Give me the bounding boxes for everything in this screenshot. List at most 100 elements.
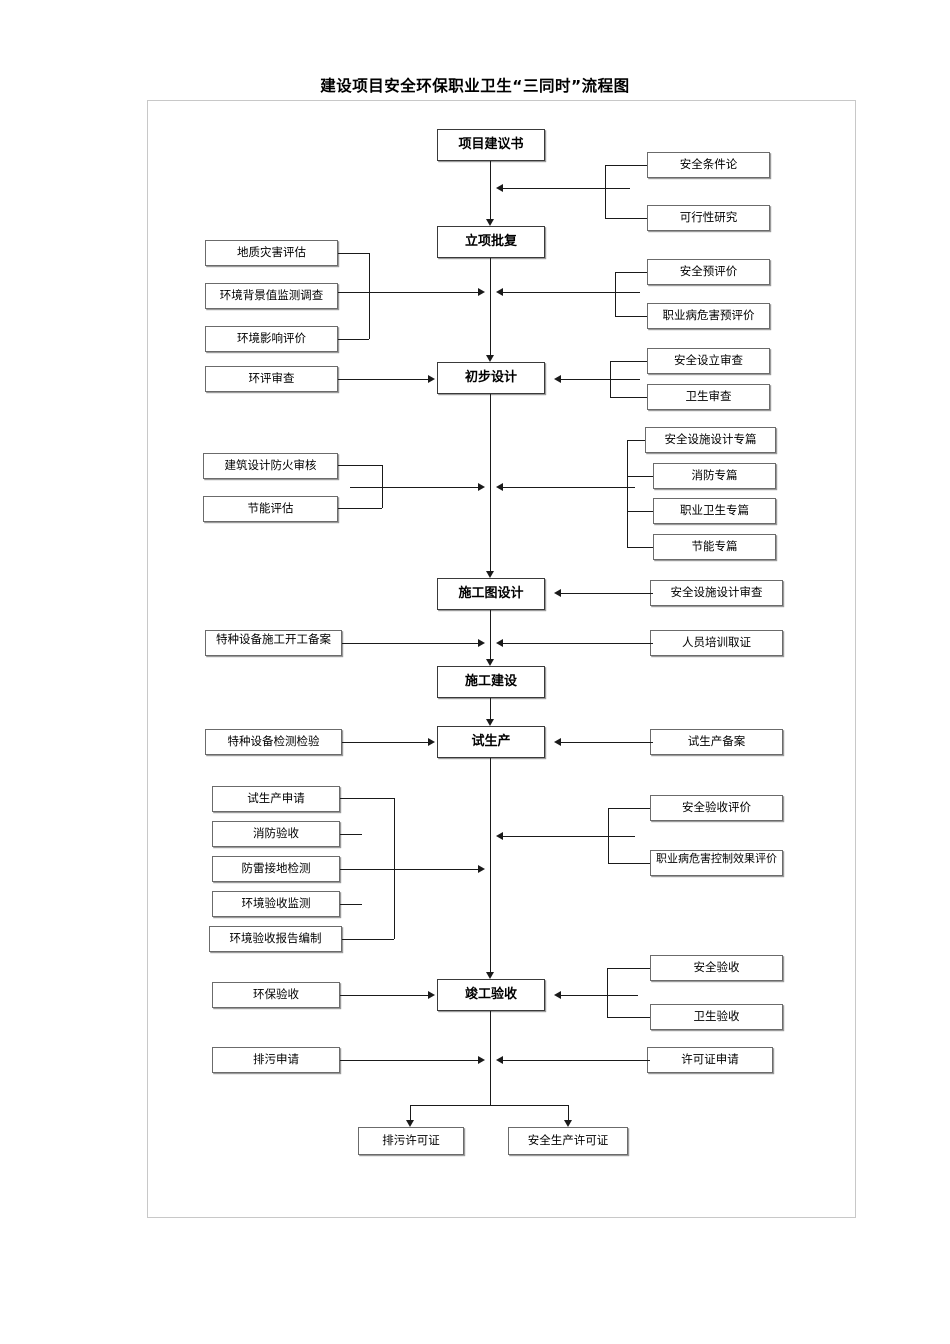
connector-bracket-right-6 <box>607 968 608 1017</box>
left-node-special-equipment-inspection[interactable]: 特种设备检测检验 <box>205 729 342 755</box>
arrow-down-icon <box>485 219 494 226</box>
connector-left-8-to-trial-production <box>342 742 430 743</box>
connector-bracket-right-1-bottom <box>605 218 647 219</box>
right-node-label: 节能专篇 <box>691 539 738 554</box>
connector-left-7-to-spine <box>342 643 482 644</box>
left-node-label: 地质灾害评估 <box>237 245 306 260</box>
arrow-right-icon <box>478 864 485 873</box>
main-node-construction[interactable]: 施工建设 <box>437 666 545 698</box>
right-node-feasibility-study[interactable]: 可行性研究 <box>647 205 770 231</box>
connector-right-5-to-spine <box>500 836 635 837</box>
arrow-right-icon <box>428 374 435 383</box>
connector-left-2-to-spine <box>338 292 482 293</box>
right-node-label: 安全验收评价 <box>682 800 751 815</box>
left-node-geological-hazard-assessment[interactable]: 地质灾害评估 <box>205 240 338 266</box>
right-node-label: 安全设立审查 <box>674 353 743 368</box>
arrow-left-icon <box>496 1055 503 1064</box>
main-node-preliminary-design[interactable]: 初步设计 <box>437 362 545 394</box>
left-node-lightning-grounding-detection[interactable]: 防雷接地检测 <box>212 856 340 882</box>
right-node-safety-condition-review[interactable]: 安全条件论 <box>647 152 770 178</box>
terminal-node-safety-production-permit[interactable]: 安全生产许可证 <box>508 1127 628 1155</box>
connector-bracket-left-3 <box>394 798 395 939</box>
left-node-trial-production-application[interactable]: 试生产申请 <box>212 786 340 812</box>
right-node-label: 职业卫生专篇 <box>680 503 749 518</box>
left-node-label: 环评审查 <box>248 371 295 386</box>
left-node-environmental-acceptance-monitoring[interactable]: 环境验收监测 <box>212 891 340 917</box>
left-node-label: 环境验收报告编制 <box>229 931 322 946</box>
main-node-label: 竣工验收 <box>464 986 517 1002</box>
page-title: 建设项目安全环保职业卫生“三同时”流程图 <box>320 77 630 95</box>
connector-right-18-to-spine <box>500 1060 650 1061</box>
right-node-fire-protection-chapter[interactable]: 消防专篇 <box>653 463 776 489</box>
left-node-building-fire-design-review[interactable]: 建筑设计防火审核 <box>203 453 338 479</box>
left-node-environmental-background-monitoring[interactable]: 环境背景值监测调查 <box>205 283 338 309</box>
arrow-left-icon <box>554 990 561 999</box>
left-node-label: 环境验收监测 <box>241 896 311 911</box>
left-node-discharge-application[interactable]: 排污申请 <box>212 1047 340 1073</box>
connector-bracket-right-2-top <box>615 272 647 273</box>
connector-terminal-left <box>410 1105 411 1120</box>
right-node-safety-facility-design-review[interactable]: 安全设施设计审查 <box>650 580 783 606</box>
main-node-construction-drawing-design[interactable]: 施工图设计 <box>437 578 545 610</box>
left-node-environmental-impact-assessment[interactable]: 环境影响评价 <box>205 326 338 352</box>
connector-bracket-right-5-bottom <box>608 863 650 864</box>
connector-right-2-to-spine <box>500 292 640 293</box>
right-node-label: 卫生验收 <box>693 1009 740 1024</box>
connector-left-3-to-spine <box>362 869 482 870</box>
right-node-label: 试生产备案 <box>687 734 746 749</box>
left-node-label: 特种设备施工开工备案 <box>216 632 331 646</box>
left-node-label: 消防验收 <box>253 826 299 841</box>
main-node-label: 施工建设 <box>464 673 517 689</box>
connector-left-4-to-preliminary-design <box>338 379 430 380</box>
connector-left-12-stub <box>340 904 362 905</box>
left-node-environmental-acceptance[interactable]: 环保验收 <box>212 982 340 1008</box>
main-node-project-proposal[interactable]: 项目建议书 <box>437 129 545 161</box>
left-node-energy-saving-assessment[interactable]: 节能评估 <box>203 496 338 522</box>
arrow-down-icon <box>485 719 494 726</box>
right-node-label: 职业病危害控制效果评价 <box>656 852 777 865</box>
right-node-safety-acceptance-evaluation[interactable]: 安全验收评价 <box>650 795 783 821</box>
right-node-occupational-disease-pre-evaluation[interactable]: 职业病危害预评价 <box>647 303 770 329</box>
right-node-energy-saving-chapter[interactable]: 节能专篇 <box>653 534 776 560</box>
left-node-special-equipment-construction-filing[interactable]: 特种设备施工开工备案 <box>205 630 342 656</box>
connector-spine <box>490 161 491 219</box>
left-node-fire-acceptance[interactable]: 消防验收 <box>212 821 340 847</box>
main-node-label: 试生产 <box>471 733 511 749</box>
connector-bracket-right-4-s2 <box>627 476 653 477</box>
right-node-occupational-disease-control-effect-evaluation[interactable]: 职业病危害控制效果评价 <box>650 850 783 876</box>
main-node-completion-acceptance[interactable]: 竣工验收 <box>437 979 545 1011</box>
right-node-label: 卫生审查 <box>685 389 732 404</box>
main-node-trial-production[interactable]: 试生产 <box>437 726 545 758</box>
connector-terminal-right <box>568 1105 569 1120</box>
connector-bracket-right-1-top <box>605 165 647 166</box>
right-node-health-acceptance[interactable]: 卫生验收 <box>650 1004 783 1030</box>
connector-right-11-to-drawing-design <box>558 593 653 594</box>
main-node-project-approval[interactable]: 立项批复 <box>437 226 545 258</box>
connector-bracket-right-2 <box>615 272 616 316</box>
right-node-permit-application[interactable]: 许可证申请 <box>647 1047 773 1073</box>
right-node-health-review[interactable]: 卫生审查 <box>647 384 770 410</box>
connector-right-1-to-spine <box>500 188 630 189</box>
right-node-personnel-training-certification[interactable]: 人员培训取证 <box>650 630 783 656</box>
arrow-down-icon <box>485 355 494 362</box>
connector-left-6-stub <box>338 508 382 509</box>
right-node-occupational-health-chapter[interactable]: 职业卫生专篇 <box>653 498 776 524</box>
connector-spine <box>490 698 491 719</box>
right-node-trial-production-filing[interactable]: 试生产备案 <box>650 729 783 755</box>
left-node-environmental-acceptance-report[interactable]: 环境验收报告编制 <box>209 926 342 952</box>
main-node-label: 立项批复 <box>464 233 517 249</box>
connector-bracket-right-5 <box>608 808 609 863</box>
connector-left-5-stub <box>338 465 382 466</box>
connector-spine <box>490 394 491 571</box>
right-node-safety-pre-evaluation[interactable]: 安全预评价 <box>647 259 770 285</box>
left-node-eia-review[interactable]: 环评审查 <box>205 366 338 392</box>
terminal-node-discharge-permit[interactable]: 排污许可证 <box>358 1127 464 1155</box>
arrow-right-icon <box>478 638 485 647</box>
right-node-safety-acceptance[interactable]: 安全验收 <box>650 955 783 981</box>
right-node-safety-establishment-review[interactable]: 安全设立审查 <box>647 348 770 374</box>
right-node-safety-facility-design-chapter[interactable]: 安全设施设计专篇 <box>645 427 776 453</box>
left-node-label: 环保验收 <box>253 987 299 1002</box>
connector-bracket-left-2 <box>382 465 383 508</box>
left-node-label: 排污申请 <box>253 1052 299 1067</box>
connector-spine <box>490 758 491 972</box>
